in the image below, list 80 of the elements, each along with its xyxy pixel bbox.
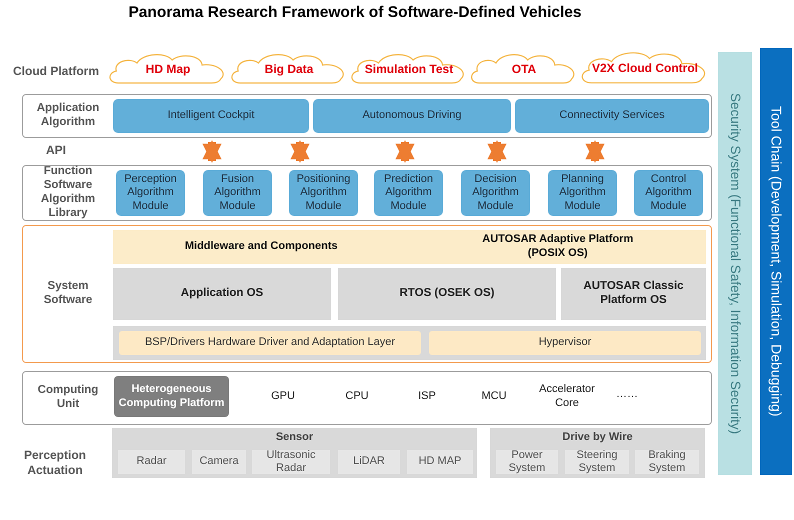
band-label: AUTOSAR Adaptive Platform (POSIX OS) bbox=[481, 233, 634, 261]
layer-panel bbox=[22, 165, 712, 221]
group-panel bbox=[490, 428, 705, 478]
module-box bbox=[313, 99, 511, 133]
box-label: Radar bbox=[136, 455, 168, 469]
module-box bbox=[203, 170, 272, 216]
component-label: GPU bbox=[270, 390, 296, 404]
module-box bbox=[289, 170, 358, 216]
box-label: Hypervisor bbox=[538, 336, 592, 350]
layer-heading: API bbox=[44, 143, 67, 158]
layer-heading: Cloud Platform bbox=[12, 64, 100, 79]
box-label: BSP/Drivers Hardware Driver and Adaptation Layer bbox=[144, 336, 396, 350]
box-label: Connectivity Services bbox=[558, 109, 666, 123]
double-arrow bbox=[290, 140, 310, 163]
box-label: Planning Algorithm Module bbox=[558, 173, 607, 213]
box-label: Autonomous Driving bbox=[361, 109, 463, 123]
box-label: AUTOSAR Classic Platform OS bbox=[582, 280, 685, 308]
double-arrow bbox=[585, 140, 605, 163]
box-label: Heterogeneous Computing Platform bbox=[118, 383, 226, 410]
os-box bbox=[338, 268, 556, 320]
box-label: Application OS bbox=[180, 287, 264, 301]
box-label: Camera bbox=[198, 455, 240, 469]
box-label: Power System bbox=[508, 448, 546, 476]
layer-panel bbox=[22, 371, 712, 425]
box-label: Decision Algorithm Module bbox=[471, 173, 520, 213]
layer-heading: System Software bbox=[42, 279, 94, 308]
box-label: Tool Chain (Development, Simulation, Debugging) bbox=[767, 106, 786, 417]
side-bar bbox=[760, 48, 792, 475]
module-box bbox=[548, 170, 617, 216]
double-arrow bbox=[202, 140, 222, 163]
band-label: Middleware and Components bbox=[184, 240, 339, 254]
component-label: Accelerator Core bbox=[538, 383, 596, 410]
diagram-title: Panorama Research Framework of Software-Defined Vehicles bbox=[127, 4, 583, 22]
cloud-label: Simulation Test bbox=[364, 62, 454, 76]
box-label: Positioning Algorithm Module bbox=[296, 173, 352, 213]
cloud-label: V2X Cloud Control bbox=[591, 60, 699, 76]
layer-panel bbox=[22, 225, 712, 363]
cloud-label: HD Map bbox=[144, 62, 192, 76]
band bbox=[113, 326, 706, 360]
box-label: RTOS (OSEK OS) bbox=[398, 287, 496, 301]
box-label: Perception Algorithm Module bbox=[123, 173, 178, 213]
platform-box bbox=[114, 376, 229, 417]
os-box bbox=[113, 268, 331, 320]
layer-heading: Function Software Algorithm Library bbox=[40, 166, 96, 220]
module-box bbox=[461, 170, 530, 216]
group-heading: Sensor bbox=[274, 431, 314, 443]
side-bar bbox=[718, 52, 752, 475]
cloud-label: Big Data bbox=[264, 62, 314, 76]
layer-heading: Computing Unit bbox=[36, 383, 100, 412]
middleware-band bbox=[113, 230, 706, 264]
double-arrow bbox=[395, 140, 415, 163]
module-box bbox=[374, 170, 443, 216]
layer-panel bbox=[22, 94, 712, 138]
box-label: LiDAR bbox=[352, 455, 386, 469]
layer-heading: Application Algorithm bbox=[36, 101, 100, 130]
group-panel bbox=[112, 428, 477, 478]
module-box bbox=[634, 170, 703, 216]
layer-box bbox=[429, 331, 701, 355]
box-label: HD MAP bbox=[418, 455, 462, 469]
box-label: Intelligent Cockpit bbox=[166, 109, 256, 123]
box-label: Ultrasonic Radar bbox=[266, 448, 316, 476]
box-label: Steering System bbox=[576, 448, 618, 476]
component-label: ISP bbox=[417, 390, 437, 404]
double-arrow bbox=[487, 140, 507, 163]
component-label: …… bbox=[615, 388, 639, 402]
os-box bbox=[561, 268, 706, 320]
module-box bbox=[515, 99, 709, 133]
cloud-label: OTA bbox=[510, 62, 538, 76]
component-label: CPU bbox=[344, 390, 370, 404]
box-label: Security System (Functional Safety, Information Security) bbox=[727, 92, 744, 434]
box-label: Fusion Algorithm Module bbox=[213, 173, 262, 213]
module-box bbox=[113, 99, 309, 133]
group-heading: Drive by Wire bbox=[561, 431, 634, 443]
layer-box bbox=[119, 331, 421, 355]
box-label: Control Algorithm Module bbox=[644, 173, 693, 213]
box-label: Braking System bbox=[647, 448, 687, 476]
module-box bbox=[116, 170, 185, 216]
box-label: Prediction Algorithm Module bbox=[383, 173, 434, 213]
component-label: MCU bbox=[480, 390, 508, 404]
layer-heading: Perception Actuation bbox=[22, 448, 87, 478]
